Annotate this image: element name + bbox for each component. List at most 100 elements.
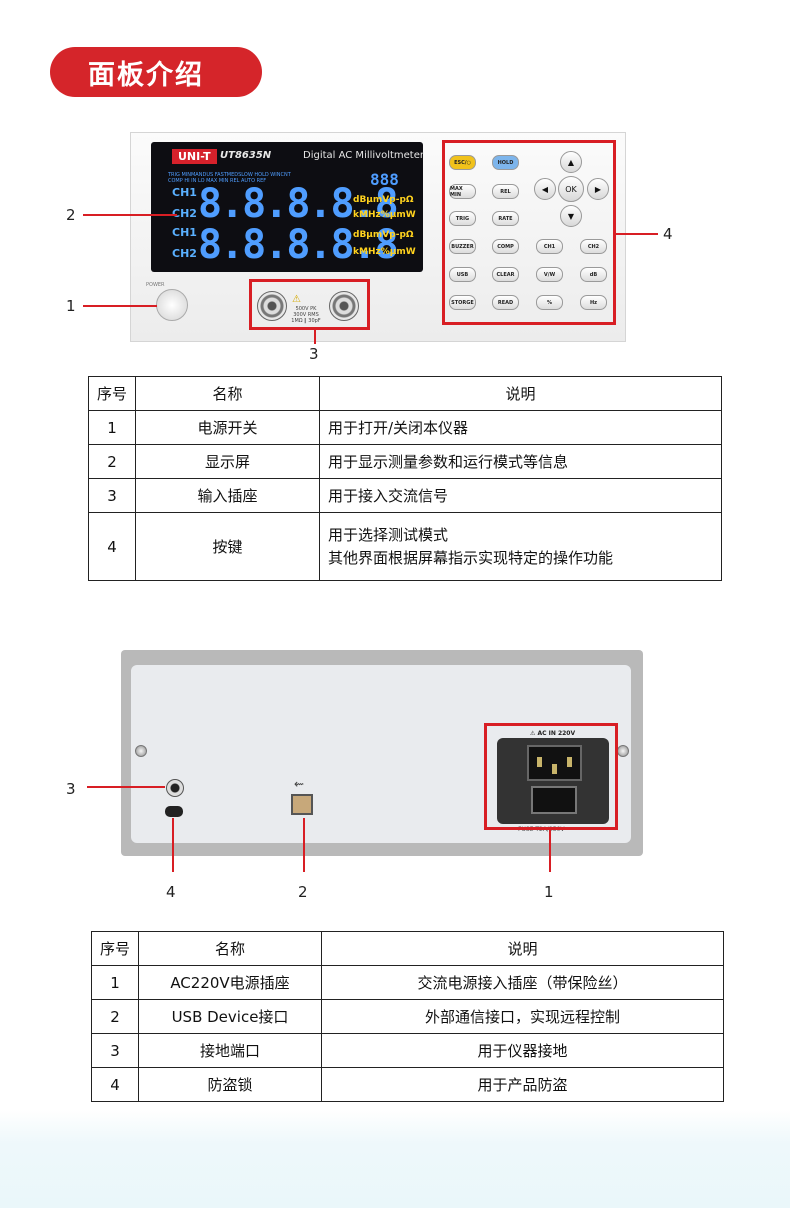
callout-2: 2	[298, 883, 308, 901]
ac-power-socket[interactable]	[527, 745, 582, 781]
table-cell: 交流电源接入插座（带保险丝）	[321, 965, 724, 1000]
callout-line-3	[314, 330, 316, 344]
nav-up-key[interactable]: ▲	[560, 151, 582, 173]
table-cell: 用于接入交流信号	[319, 478, 722, 513]
callout-4: 4	[663, 225, 673, 243]
ch2-input-connector[interactable]	[329, 291, 359, 321]
table-row: 4 防盗锁 用于产品防盗	[91, 1067, 724, 1102]
table-cell: 防盗锁	[138, 1067, 322, 1102]
table-header: 说明	[319, 376, 722, 411]
table-row: 3 输入插座 用于接入交流信号	[88, 478, 722, 513]
key-hold[interactable]: HOLD	[492, 155, 519, 170]
socket-pin	[567, 757, 572, 767]
lcd-main-readout: 8.8.8.8.8	[198, 181, 399, 227]
table-header: 序号	[88, 376, 136, 411]
lcd-main-readout: 8.8.8.8.8	[198, 222, 399, 268]
ground-terminal[interactable]	[166, 779, 184, 797]
table-row: 3 接地端口 用于仪器接地	[91, 1033, 724, 1068]
key-percent[interactable]: %	[536, 295, 563, 310]
ac-in-label: ⚠ AC IN 220V	[530, 730, 576, 737]
nav-left-key[interactable]: ◀	[534, 178, 556, 200]
screw-icon	[617, 745, 629, 757]
key-buzzer[interactable]: BUZZER	[449, 239, 476, 254]
table-cell: 输入插座	[135, 478, 320, 513]
input-highlight-box	[249, 279, 370, 330]
key-ch2[interactable]: CH2	[580, 239, 607, 254]
table-cell: 按键	[135, 512, 320, 581]
back-panel-table: 序号 名称 说明 1 AC220V电源插座 交流电源接入插座（带保险丝） 2 U…	[91, 931, 724, 1102]
table-cell: 接地端口	[138, 1033, 322, 1068]
callout-line-1	[83, 305, 157, 307]
socket-pin	[537, 757, 542, 767]
section-title: 面板介绍	[50, 47, 262, 97]
table-cell: AC220V电源插座	[138, 965, 322, 1000]
callout-line-2	[83, 214, 177, 216]
front-panel-table: 序号 名称 说明 1 电源开关 用于打开/关闭本仪器 2 显示屏 用于显示测量参…	[88, 376, 722, 581]
table-cell: 1	[88, 410, 136, 445]
power-highlight-box	[484, 723, 618, 830]
key-rate[interactable]: RATE	[492, 211, 519, 226]
key-vw[interactable]: V/W	[536, 267, 563, 282]
ch1-input-connector[interactable]	[257, 291, 287, 321]
callout-3: 3	[309, 345, 319, 363]
key-hz[interactable]: Hz	[580, 295, 607, 310]
model-name: UT8635N	[220, 150, 272, 161]
table-row: 4 按键 用于选择测试模式 其他界面根据屏幕指示实现特定的操作功能	[88, 512, 722, 581]
callout-4: 4	[166, 883, 176, 901]
key-comp[interactable]: COMP	[492, 239, 519, 254]
nav-down-key[interactable]: ▼	[560, 205, 582, 227]
table-header: 名称	[138, 931, 322, 966]
table-cell: USB Device接口	[138, 999, 322, 1034]
lcd-ch-label: CH1	[172, 226, 197, 239]
key-ch1[interactable]: CH1	[536, 239, 563, 254]
usb-device-port[interactable]	[291, 794, 313, 815]
callout-line-3	[87, 786, 165, 788]
lcd-unit: kMHz%μmW	[353, 210, 416, 220]
table-cell: 用于打开/关闭本仪器	[319, 410, 722, 445]
keys-highlight-box	[442, 140, 616, 325]
table-cell-line: 用于选择测试模式	[328, 525, 449, 544]
power-label: POWER	[146, 282, 165, 288]
table-cell: 显示屏	[135, 444, 320, 479]
table-cell: 1	[91, 965, 139, 1000]
callout-3: 3	[66, 780, 76, 798]
table-cell: 用于产品防盗	[321, 1067, 724, 1102]
screw-icon	[135, 745, 147, 757]
table-cell: 4	[91, 1067, 139, 1102]
key-db[interactable]: dB	[580, 267, 607, 282]
key-clear[interactable]: CLEAR	[492, 267, 519, 282]
usb-icon: ⇜	[294, 777, 305, 791]
input-rating: 500V PK 300V RMS 1MΩ ‖ 30pF	[291, 306, 321, 324]
table-header: 名称	[135, 376, 320, 411]
key-usb[interactable]: USB	[449, 267, 476, 282]
key-trig[interactable]: TRIG	[449, 211, 476, 226]
lcd-unit: dBμmVp-pΩ	[353, 195, 414, 205]
lcd-ch-label: CH1	[172, 186, 197, 199]
table-row: 1 电源开关 用于打开/关闭本仪器	[88, 410, 722, 445]
lcd-unit: kMHz%μmW	[353, 247, 416, 257]
fuse-holder[interactable]	[531, 786, 577, 814]
lcd-small-readout: 888	[370, 170, 399, 189]
lcd-ch-label: CH2	[172, 247, 197, 260]
ok-key[interactable]: OK	[558, 176, 584, 202]
key-storge[interactable]: STORGE	[449, 295, 476, 310]
security-lock-slot[interactable]	[165, 806, 183, 817]
lcd-ch-label: CH2	[172, 207, 197, 220]
table-cell: 外部通信接口，实现远程控制	[321, 999, 724, 1034]
key-max-min[interactable]: MAX MIN	[449, 184, 476, 199]
table-row: 1 AC220V电源插座 交流电源接入插座（带保险丝）	[91, 965, 724, 1000]
nav-right-key[interactable]: ▶	[587, 178, 609, 200]
key-rel[interactable]: REL	[492, 184, 519, 199]
callout-line-4	[616, 233, 658, 235]
table-row: 2 USB Device接口 外部通信接口，实现远程控制	[91, 999, 724, 1034]
table-row: 2 显示屏 用于显示测量参数和运行模式等信息	[88, 444, 722, 479]
warning-icon: ⚠	[292, 294, 301, 305]
power-button[interactable]	[156, 289, 188, 321]
table-cell: 3	[91, 1033, 139, 1068]
table-cell: 2	[91, 999, 139, 1034]
key-read[interactable]: READ	[492, 295, 519, 310]
bottom-background	[0, 1110, 790, 1208]
callout-1: 1	[66, 297, 76, 315]
key-esc[interactable]: ESC/○	[449, 155, 476, 170]
